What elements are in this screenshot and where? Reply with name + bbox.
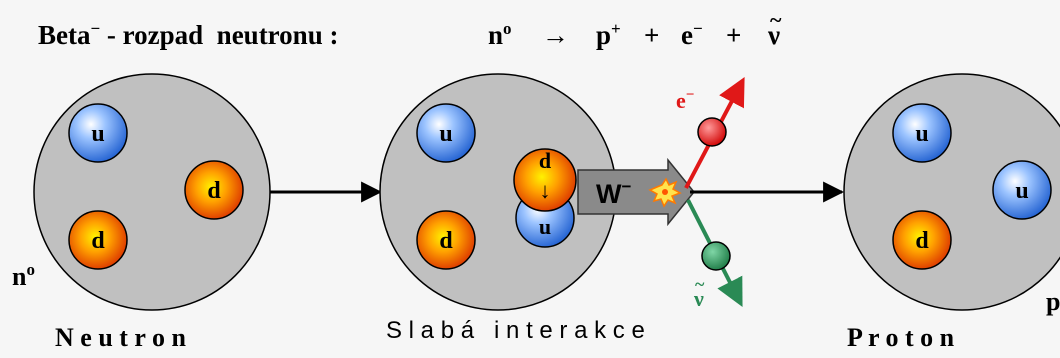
transforming-down-quark: d ↓ — [513, 148, 577, 212]
up-quark: u — [68, 103, 128, 163]
up-quark: u — [892, 103, 952, 163]
burst-icon — [648, 177, 682, 208]
antineutrino-label: ν — [693, 286, 704, 311]
up-quark: u — [416, 103, 476, 163]
svg-text:u: u — [91, 121, 104, 147]
down-quark: d — [68, 210, 128, 270]
down-quark: d — [892, 210, 952, 270]
svg-text:u: u — [915, 121, 928, 147]
svg-text:u: u — [439, 121, 452, 147]
antineutrino-label-tilde: ~ — [695, 274, 705, 294]
down-quark: d — [416, 210, 476, 270]
electron-label: e− — [676, 87, 694, 113]
proton-symbol: p — [1046, 287, 1060, 316]
svg-text:u: u — [539, 214, 551, 239]
svg-text:d: d — [91, 228, 105, 254]
down-quark: d — [184, 160, 244, 220]
up-quark: u — [992, 160, 1052, 220]
svg-text:d: d — [539, 148, 551, 173]
svg-text:d: d — [207, 178, 221, 204]
neutron-caption: N e u t r o n — [55, 323, 187, 352]
diagram-title: Beta− - rozpad neutronu : — [38, 19, 338, 50]
antineutrino-tilde: ~ — [770, 7, 782, 32]
antineutrino — [701, 241, 731, 271]
proton-caption: P r o t o n — [847, 323, 955, 352]
svg-text:d: d — [439, 228, 453, 254]
w-boson-label: W− — [596, 177, 631, 209]
down-arrow-icon: ↓ — [540, 178, 551, 203]
electron — [697, 117, 727, 147]
neutron-symbol: no — [12, 260, 35, 291]
svg-text:u: u — [1015, 178, 1028, 204]
w-boson-arrow — [577, 157, 695, 227]
svg-text:d: d — [915, 228, 929, 254]
interaction-caption: S l a b á i n t e r a k c e — [386, 317, 645, 344]
decay-equation: no → p+ + e− + ν — [488, 10, 780, 50]
